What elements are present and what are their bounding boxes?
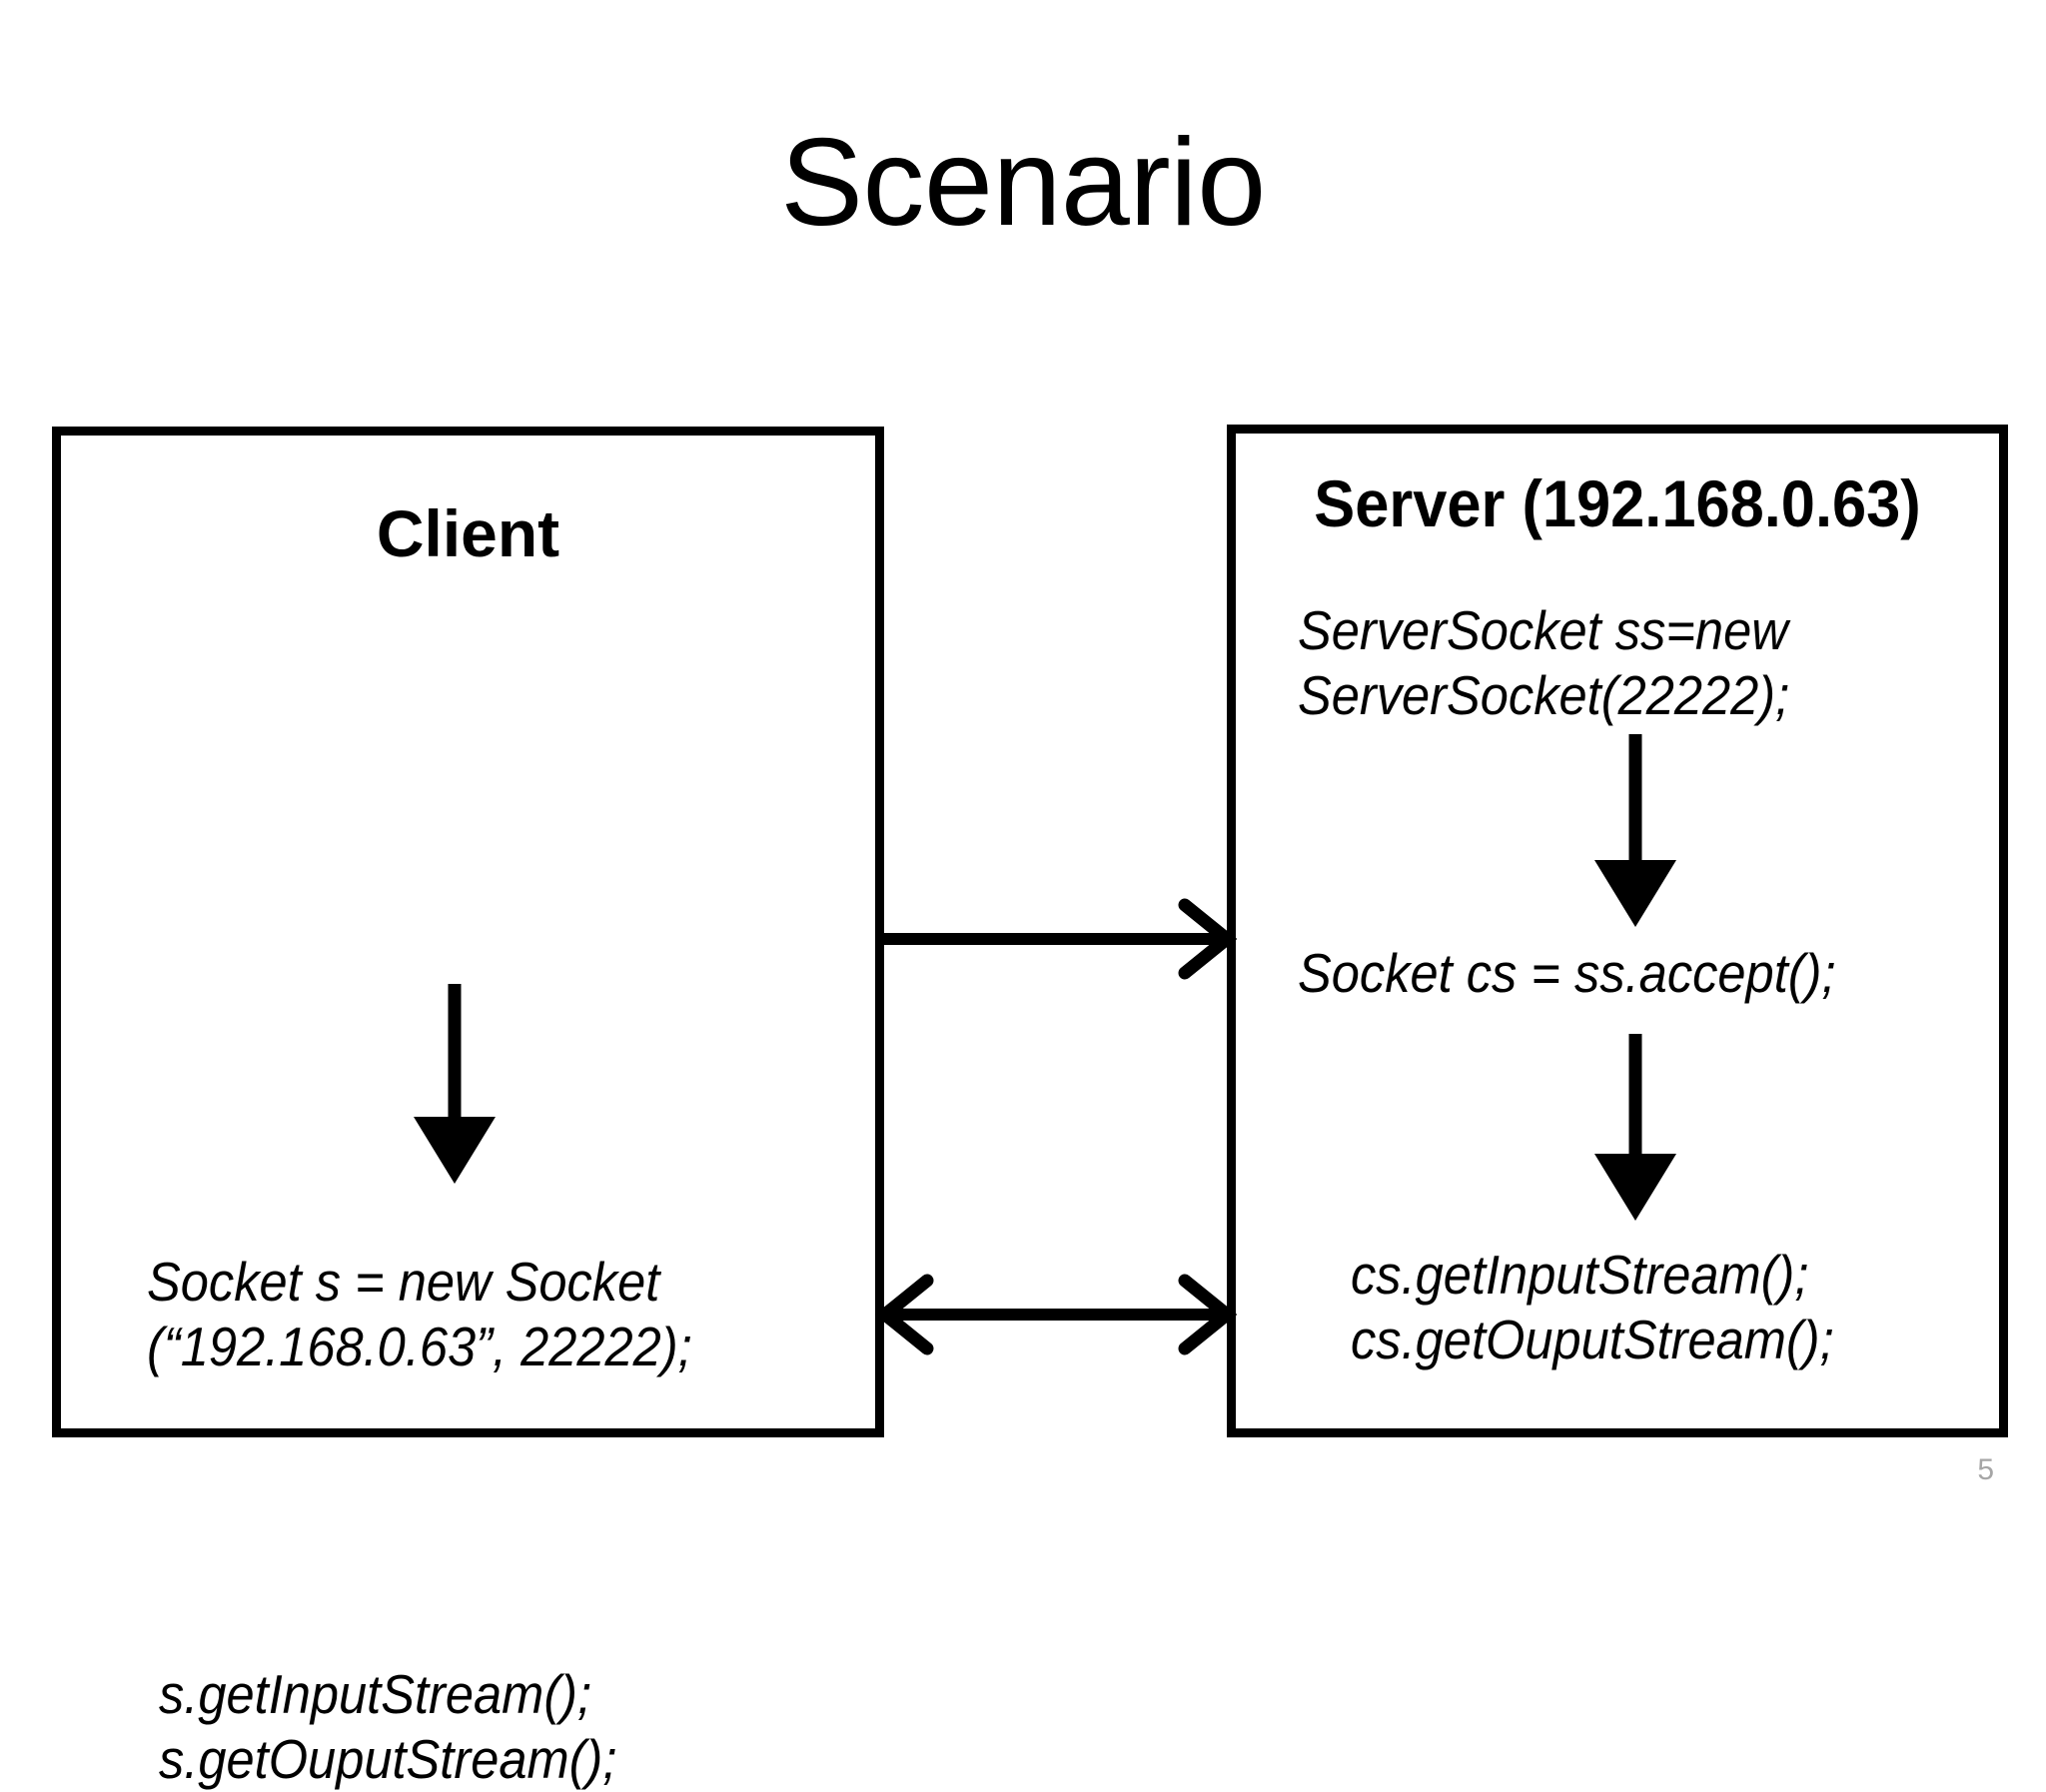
server-streams-code: cs.getInputStream(); cs.getOuputStream()… bbox=[1351, 1244, 1834, 1370]
server-accept-code: Socket cs = ss.accept(); bbox=[1298, 942, 1836, 1004]
client-to-server-connect-arrow bbox=[883, 898, 1238, 980]
client-heading-label: Client bbox=[376, 496, 560, 570]
page-number: 5 bbox=[1977, 1453, 1994, 1486]
client-create-socket-code: Socket s = new Socket (“192.168.0.63”, 2… bbox=[147, 1251, 692, 1377]
server-box: Server (192.168.0.63) ServerSocket ss=ne… bbox=[1227, 425, 2008, 1437]
bidirectional-stream-arrow bbox=[874, 1274, 1238, 1355]
client-streams-code: s.getInputStream(); s.getOuputStream(); bbox=[159, 1663, 617, 1790]
server-heading-label: Server (192.168.0.63) bbox=[1314, 466, 1921, 540]
page-title: Scenario bbox=[780, 114, 1266, 252]
server-serversocket-code: ServerSocket ss=new ServerSocket(22222); bbox=[1298, 599, 1790, 726]
client-box: Client Socket s = new Socket (“192.168.0… bbox=[52, 427, 884, 1790]
